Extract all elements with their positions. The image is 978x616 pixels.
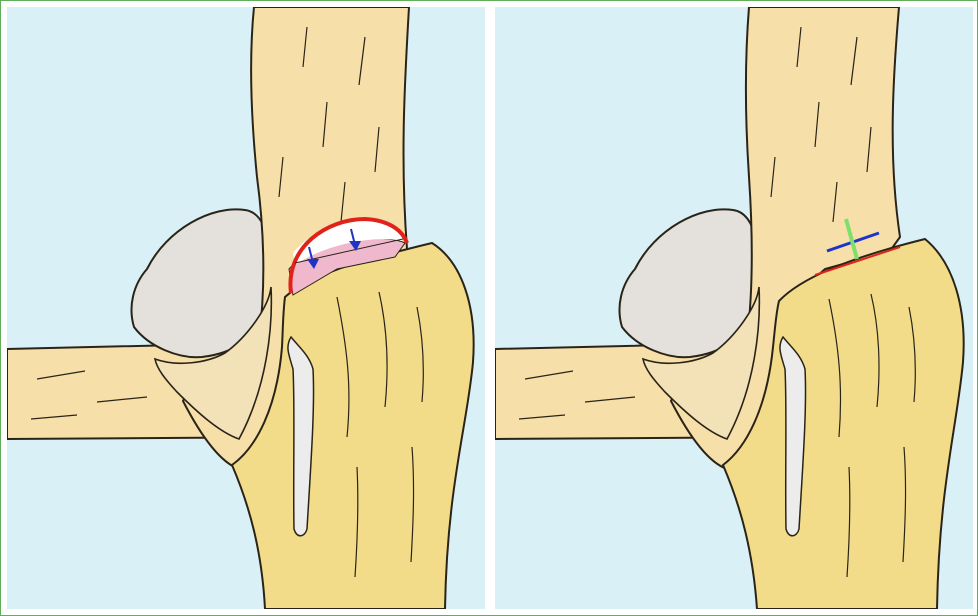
panel-before — [7, 7, 485, 609]
illustration-before — [7, 7, 485, 609]
illustration-after — [495, 7, 973, 609]
panel-after — [495, 7, 973, 609]
